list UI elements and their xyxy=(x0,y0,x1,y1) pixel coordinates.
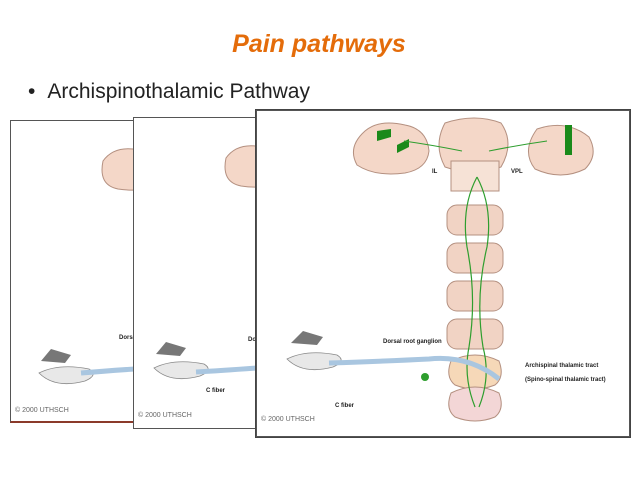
il-label: IL xyxy=(432,169,438,175)
bullet-marker: • xyxy=(28,80,36,103)
panel-3-illustration xyxy=(286,117,594,422)
c-fiber-label-2: C fiber xyxy=(206,388,226,394)
copyright-2: © 2000 UTHSCH xyxy=(138,412,192,419)
copyright-1: © 2000 UTHSCH xyxy=(15,407,69,414)
slide-title: Pain pathways xyxy=(232,30,406,58)
dorsal-label-1: Dorsa xyxy=(119,335,137,341)
spino-spinal-tract-label: (Spino-spinal thalamic tract) xyxy=(525,377,606,383)
figure-panel-3: Dorsal root ganglion Archispinal thalami… xyxy=(256,110,630,437)
bullet-text: Archispinothalamic Pathway xyxy=(47,80,310,103)
dorsal-label-2: Do xyxy=(248,337,256,343)
archispinal-tract-label: Archispinal thalamic tract xyxy=(525,363,599,369)
vpl-label: VPL xyxy=(511,169,523,175)
copyright-3: © 2000 UTHSCH xyxy=(261,416,315,423)
bullet-item: • Archispinothalamic Pathway xyxy=(28,80,310,104)
c-fiber-label-3: C fiber xyxy=(335,403,355,409)
dorsal-root-ganglion-label: Dorsal root ganglion xyxy=(383,339,442,345)
